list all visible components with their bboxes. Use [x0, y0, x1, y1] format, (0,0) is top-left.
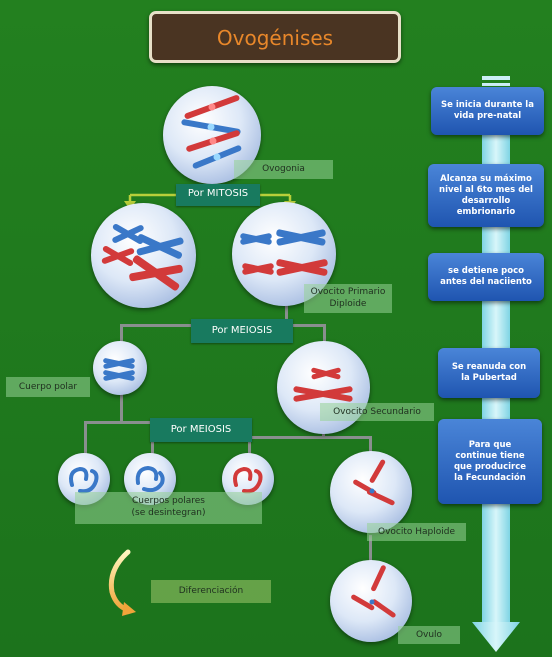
connector-line — [248, 436, 251, 456]
timeline-step-4-line1: Se reanuda con — [451, 362, 527, 372]
cuerpo-polar-cell — [93, 341, 147, 395]
timeline-step-2-line4: embrionario — [456, 206, 516, 217]
connector-line — [120, 390, 123, 423]
page-title: Ovogénises — [216, 26, 334, 50]
connector-line — [323, 324, 326, 344]
timeline-step-1-line1: Se inicia durante la — [441, 100, 534, 110]
timeline-step-1-line2: vida pre-natal — [453, 111, 522, 121]
connector-line — [84, 421, 154, 424]
timeline-step-5-line2: continue tiene — [455, 450, 525, 461]
timeline-step-2-line3: desarrollo — [461, 195, 511, 206]
ovocito-primario-label: Ovocito Primario Diploide — [304, 284, 392, 313]
connector-line — [248, 436, 371, 439]
connector-line — [84, 421, 87, 456]
mitosis-cell-left — [91, 203, 196, 308]
connector-line — [369, 436, 372, 456]
cuerpos-polares-line1: Cuerpos polares — [132, 496, 205, 506]
cuerpos-polares-label: Cuerpos polares (se desintegran) — [75, 492, 262, 524]
por-mitosis-label: Por MITOSIS — [176, 184, 260, 206]
timeline-step-3: se detiene poco antes del naciiento — [428, 253, 544, 301]
timeline-step-4: Se reanuda con la Pubertad — [438, 348, 540, 398]
connector-line — [285, 295, 288, 325]
timeline-step-5: Para que continue tiene que producirce l… — [438, 419, 542, 504]
ovocito-secundario-label: Ovocito Secundario — [320, 403, 434, 421]
cuerpos-polares-line2: (se desintegran) — [131, 508, 206, 518]
por-meiosis-label-2: Por MEIOSIS — [150, 418, 252, 442]
timeline-step-2-line2: nivel al 6to mes del — [439, 184, 533, 195]
timeline-step-2: Alcanza su máximo nivel al 6to mes del d… — [428, 164, 544, 227]
title-box: Ovogénises — [149, 11, 401, 63]
timeline-step-4-line2: la Pubertad — [461, 373, 517, 383]
ovocito-haploide-label: Ovocito Haploide — [367, 523, 466, 541]
timeline-step-5-line4: la Fecundación — [454, 472, 526, 483]
timeline-step-1: Se inicia durante la vida pre-natal — [431, 87, 544, 135]
por-meiosis-label-1: Por MEIOSIS — [191, 319, 293, 343]
connector-line — [120, 324, 123, 348]
ovogonia-label: Ovogonia — [234, 160, 333, 179]
diferenciacion-label: Diferenciación — [151, 580, 271, 603]
ovocito-haploide-cell — [330, 451, 412, 533]
timeline-step-3-line1: se detiene poco — [448, 266, 524, 276]
cuerpo-polar-label: Cuerpo polar — [6, 377, 90, 397]
differentiation-curved-arrow-icon — [108, 549, 136, 616]
ovulo-label: Ovulo — [398, 626, 460, 644]
ovocito-primario-line2: Diploide — [329, 299, 367, 309]
timeline-step-2-line1: Alcanza su máximo — [440, 173, 532, 184]
timeline-step-5-line3: que producirce — [453, 461, 527, 472]
ovocito-primario-line1: Ovocito Primario — [310, 287, 386, 297]
timeline-step-5-line1: Para que — [468, 439, 512, 450]
timeline-step-3-line2: antes del naciiento — [440, 277, 532, 287]
connector-line — [369, 535, 372, 565]
